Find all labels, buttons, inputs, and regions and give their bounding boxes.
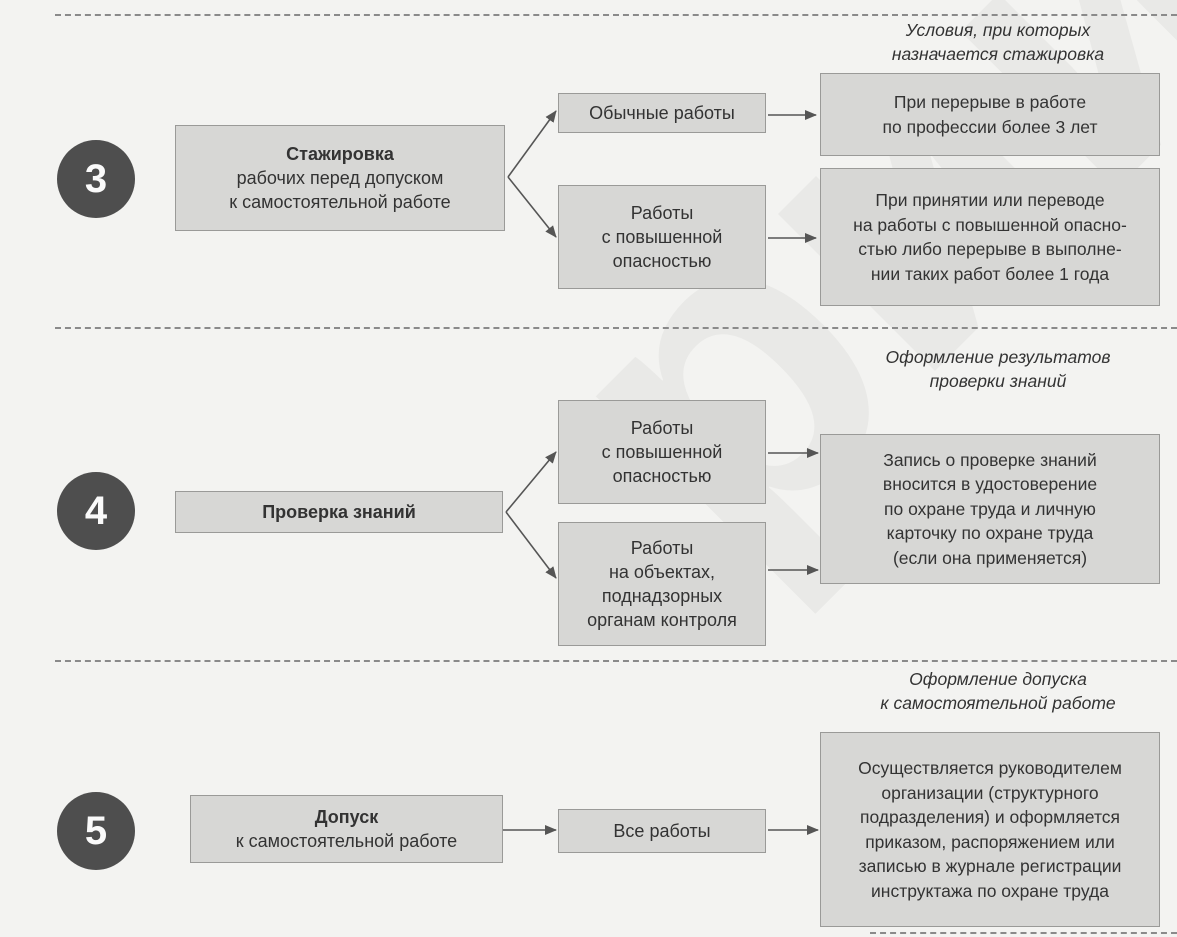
condition-header-line: Условия, при которых	[905, 20, 1091, 40]
result-line: (если она применяется)	[892, 547, 1088, 568]
separator	[55, 14, 1177, 16]
condition-header: Условия, при которых назначается стажиро…	[838, 18, 1158, 66]
result-line: При принятии или переводе	[875, 190, 1105, 210]
branch-box: Обычные работы	[558, 93, 766, 133]
branch-label: на объектах,	[608, 562, 716, 582]
result-line: инструктажа по охране труда	[871, 880, 1109, 901]
result-line: подразделения) и оформляется	[859, 807, 1120, 827]
result-box: Запись о проверке знаний вносится в удос…	[820, 434, 1160, 584]
step-box: Проверка знаний	[175, 491, 503, 533]
result-line: Осуществляется руководителем	[858, 758, 1122, 778]
branch-label: Работы	[630, 538, 694, 558]
branch-label: поднадзорных	[601, 586, 723, 606]
result-line: вносится в удостоверение	[882, 474, 1098, 495]
condition-header-line: проверки знаний	[929, 371, 1067, 391]
branch-box: Все работы	[558, 809, 766, 853]
result-line: организации (структурного	[881, 782, 1099, 803]
result-line: карточку по охране труда	[886, 523, 1094, 544]
step-box: Стажировка рабочих перед допуском к само…	[175, 125, 505, 231]
condition-header-line: Оформление допуска	[909, 669, 1087, 689]
arrow-line	[505, 511, 557, 579]
result-line: Запись о проверке знаний	[883, 449, 1097, 470]
branch-label: Работы	[630, 418, 694, 438]
result-line: стью либо перерыве в выполне-	[858, 239, 1122, 259]
branch-label: с повышенной	[601, 442, 723, 462]
step-number: 3	[57, 140, 135, 218]
result-line: по профессии более 3 лет	[882, 116, 1098, 137]
result-box: Осуществляется руководителем организации…	[820, 732, 1160, 927]
result-line: записью в журнале регистрации	[858, 856, 1122, 876]
branch-label: Обычные работы	[589, 103, 735, 123]
condition-header: Оформление допуска к самостоятельной раб…	[838, 667, 1158, 715]
branch-box: Работы с повышенной опасностью	[558, 185, 766, 289]
separator	[55, 327, 1177, 329]
result-line: При перерыве в работе	[893, 92, 1087, 112]
step-subtitle-line: к самостоятельной работе	[235, 831, 458, 851]
result-line: на работы с повышенной опасно-	[853, 214, 1127, 235]
branch-label: Работы	[630, 203, 694, 223]
result-line: нии таких работ более 1 года	[870, 263, 1110, 284]
step-subtitle-line: рабочих перед допуском	[236, 168, 444, 188]
result-box: При перерыве в работе по профессии более…	[820, 73, 1160, 156]
step-subtitle-line: к самостоятельной работе	[229, 192, 451, 212]
condition-header-line: Оформление результатов	[885, 347, 1111, 367]
arrow-line	[507, 176, 557, 238]
branch-label: опасностью	[612, 251, 712, 271]
result-box: При принятии или переводе на работы с по…	[820, 168, 1160, 306]
branch-box: Работы на объектах, поднадзорных органам…	[558, 522, 766, 646]
separator	[870, 932, 1177, 934]
result-line: приказом, распоряжением или	[865, 831, 1115, 852]
branch-label: органам контроля	[587, 610, 737, 630]
step-title: Стажировка	[286, 144, 394, 164]
condition-header-line: назначается стажировка	[891, 44, 1105, 64]
condition-header-line: к самостоятельной работе	[880, 693, 1116, 713]
arrow-line	[505, 451, 557, 513]
branch-box: Работы с повышенной опасностью	[558, 400, 766, 504]
branch-label: опасностью	[612, 466, 712, 486]
separator	[55, 660, 1177, 662]
branch-label: с повышенной	[601, 227, 723, 247]
step-number: 5	[57, 792, 135, 870]
arrow-line	[507, 110, 557, 178]
step-title: Проверка знаний	[262, 502, 416, 522]
result-line: по охране труда и личную	[884, 498, 1096, 519]
condition-header: Оформление результатов проверки знаний	[838, 345, 1158, 393]
step-title: Допуск	[314, 807, 379, 827]
step-box: Допуск к самостоятельной работе	[190, 795, 503, 863]
branch-label: Все работы	[613, 821, 711, 841]
step-number: 4	[57, 472, 135, 550]
